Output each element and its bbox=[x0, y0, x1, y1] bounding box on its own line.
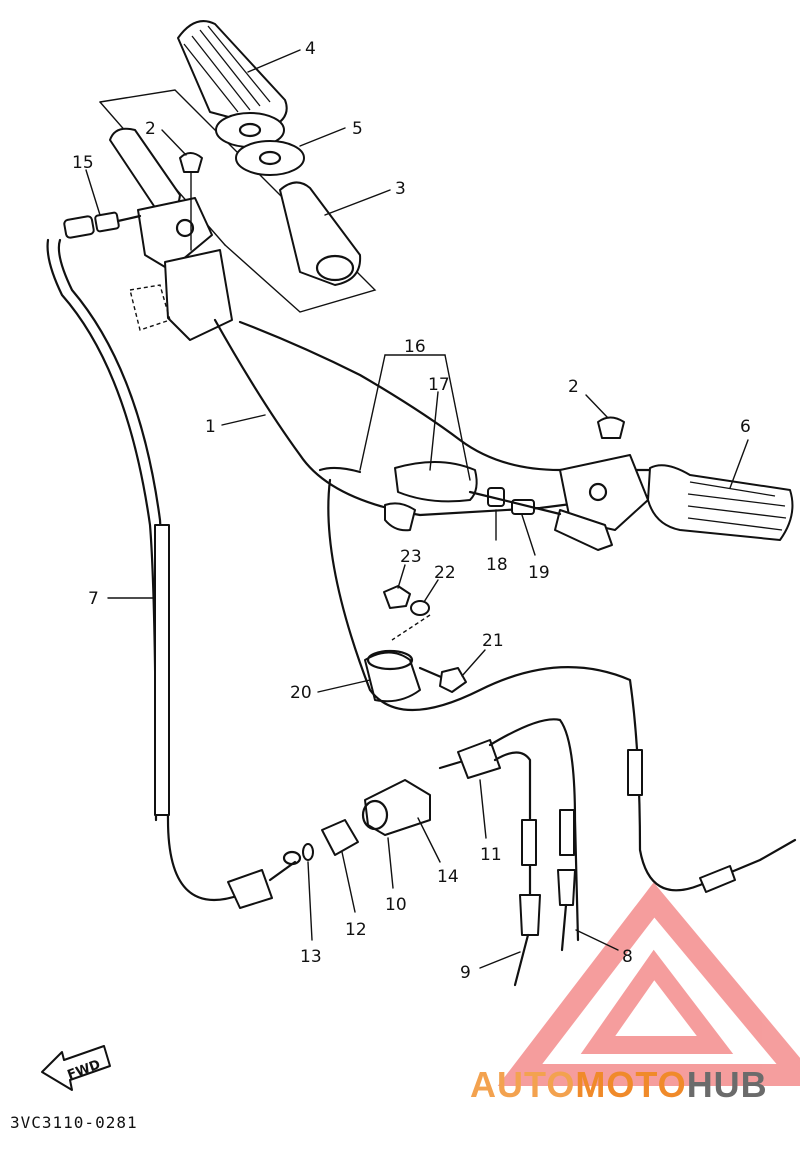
callout-4: 4 bbox=[305, 39, 316, 59]
washer bbox=[215, 112, 305, 176]
cable-splitter bbox=[438, 718, 580, 987]
callout-19: 19 bbox=[528, 563, 550, 583]
lever-holder bbox=[554, 454, 649, 551]
callout-20: 20 bbox=[290, 683, 312, 703]
cable-adjuster bbox=[63, 211, 142, 239]
sleeve bbox=[321, 819, 359, 856]
callout-9: 9 bbox=[460, 963, 471, 983]
callout-10: 10 bbox=[385, 895, 407, 915]
nut bbox=[383, 585, 411, 609]
clutch-cable bbox=[327, 478, 797, 892]
throttle-housing bbox=[129, 197, 233, 341]
callout-3: 3 bbox=[395, 179, 406, 199]
callout-13: 13 bbox=[300, 947, 322, 967]
watermark-text-auto: AUTO bbox=[470, 1064, 576, 1105]
callout-5: 5 bbox=[352, 119, 363, 139]
fwd-arrow-icon bbox=[41, 1045, 111, 1091]
callout-6: 6 bbox=[740, 417, 751, 437]
callout-labels: 4 5 3 2 15 16 17 6 2 1 18 19 23 22 21 20… bbox=[72, 39, 751, 983]
throttle-cable bbox=[57, 238, 242, 901]
callout-8: 8 bbox=[622, 947, 633, 967]
callout-7: 7 bbox=[88, 589, 99, 609]
left-grip bbox=[177, 20, 288, 129]
bolt bbox=[418, 666, 467, 693]
watermark-logo-icon bbox=[497, 882, 800, 1086]
callout-1: 1 bbox=[205, 417, 216, 437]
callout-21: 21 bbox=[482, 631, 504, 651]
callout-2-left: 2 bbox=[145, 119, 156, 139]
cable-joint bbox=[361, 779, 431, 836]
callout-16: 16 bbox=[404, 337, 426, 357]
callout-2-right: 2 bbox=[568, 377, 579, 397]
callout-23: 23 bbox=[400, 547, 422, 567]
o-ring bbox=[302, 843, 314, 861]
inner-tube bbox=[109, 127, 181, 214]
cap-left bbox=[179, 152, 203, 173]
throttle-tube bbox=[279, 181, 362, 286]
watermark-text-hub: HUB bbox=[686, 1064, 768, 1105]
cable-clamp bbox=[364, 649, 421, 703]
grip-kit-outline bbox=[99, 89, 377, 313]
callout-17: 17 bbox=[428, 375, 450, 395]
part-code: 3VC3110-0281 bbox=[10, 1113, 138, 1132]
washer-22 bbox=[410, 600, 430, 616]
watermark-text-moto: MOTO bbox=[575, 1064, 687, 1105]
right-grip bbox=[647, 464, 794, 541]
callout-22: 22 bbox=[434, 563, 456, 583]
watermark-text: AUTOMOTOHUB bbox=[470, 1064, 768, 1106]
callout-18: 18 bbox=[486, 555, 508, 575]
cap-right bbox=[597, 416, 625, 439]
callout-15: 15 bbox=[72, 153, 94, 173]
callout-14: 14 bbox=[437, 867, 459, 887]
callout-11: 11 bbox=[480, 845, 502, 865]
leader-lines bbox=[85, 49, 749, 969]
handlebar-pad bbox=[394, 461, 478, 503]
callout-12: 12 bbox=[345, 920, 367, 940]
adjuster-nuts bbox=[468, 487, 562, 516]
